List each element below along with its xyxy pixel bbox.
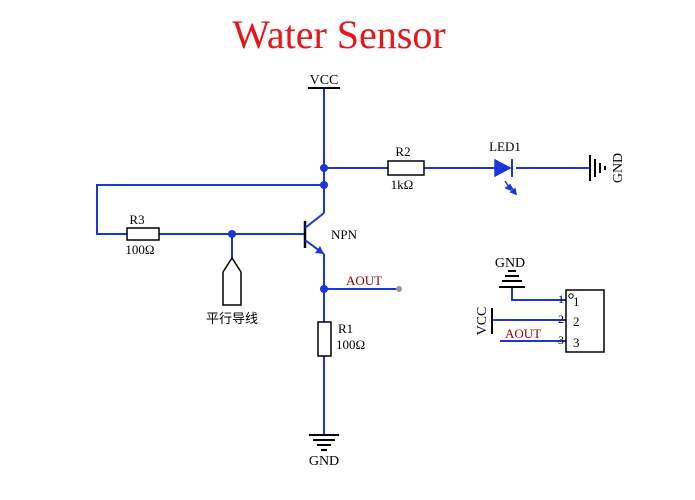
resistor-r3-body [126, 227, 160, 241]
feedback-loop-wire [96, 184, 324, 235]
resistor-r2-body [387, 160, 425, 176]
r2-value-label: 1kΩ [391, 177, 414, 192]
probe-pad-icon [222, 256, 242, 306]
pin1-marker-icon [568, 293, 574, 299]
resistor-r2: R2 1kΩ [387, 144, 425, 192]
connector-vcc-symbol: VCC [475, 307, 493, 336]
connector-aout-label: AOUT [505, 326, 541, 341]
probe-label: 平行导线 [206, 312, 258, 327]
r2-name-label: R2 [395, 144, 410, 159]
aout-pin-dot-icon [396, 286, 402, 292]
gnd-right-label: GND [611, 153, 626, 183]
schematic-title: Water Sensor [232, 12, 445, 57]
resistor-r1-body [317, 321, 332, 357]
connector-pin-outer-1: 1 [558, 292, 564, 306]
led-name-label: LED1 [489, 139, 521, 154]
connector-pin-outer-2: 2 [558, 312, 564, 326]
led-light-arrows-icon [504, 180, 518, 196]
connector-pin-inner-1: 1 [573, 294, 580, 309]
ground-icon [589, 155, 606, 181]
connector-pin-inner-2: 2 [573, 314, 580, 329]
ground-icon [499, 270, 525, 288]
aout-net: AOUT [346, 273, 402, 292]
junctions [228, 164, 328, 293]
gnd-bottom-symbol: GND [309, 434, 339, 469]
emitter-arrow-icon [315, 246, 324, 254]
conn-gnd-wire [511, 287, 566, 301]
connector-pin-outer-3: 3 [558, 333, 564, 347]
resistor-r3: R3 100Ω [125, 212, 160, 257]
junction-dot [320, 164, 328, 172]
transistor-collector-icon [304, 212, 325, 229]
probe-sensor: 平行导线 [206, 256, 258, 327]
gnd-right-symbol: GND [589, 153, 626, 183]
header-connector: 1 2 3 1 2 3 [558, 289, 605, 353]
connector-body [565, 289, 605, 353]
npn-transistor: NPN [303, 212, 358, 255]
connector-pin-inner-3: 3 [573, 335, 580, 350]
resistor-r1: R1 100Ω [317, 321, 365, 357]
r1-name-label: R1 [338, 321, 353, 336]
junction-dot [320, 285, 328, 293]
connector-gnd-label: GND [495, 256, 525, 271]
r3-name-label: R3 [129, 212, 144, 227]
led1: LED1 [489, 139, 521, 196]
junction-dot [228, 230, 236, 238]
led-triangle-icon [494, 158, 512, 178]
connector-gnd-symbol: GND [495, 256, 525, 288]
vcc-top-symbol: VCC [308, 73, 340, 89]
transistor-label: NPN [331, 227, 358, 242]
gnd-bottom-label: GND [309, 454, 339, 469]
vcc-top-label: VCC [310, 73, 339, 88]
junction-dot [320, 181, 328, 189]
ground-icon [309, 434, 339, 451]
r1-value-label: 100Ω [336, 337, 365, 352]
r3-value-label: 100Ω [125, 242, 154, 257]
aout-main-label: AOUT [346, 273, 382, 288]
connector-vcc-label: VCC [475, 307, 490, 336]
